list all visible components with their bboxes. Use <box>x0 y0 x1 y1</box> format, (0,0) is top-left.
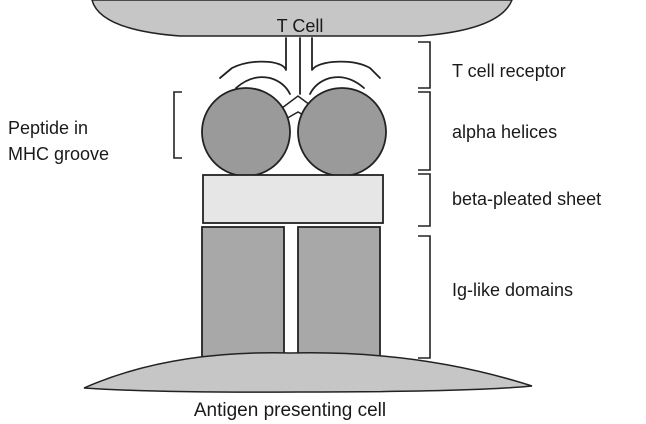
peptide-label-line1: Peptide in <box>8 118 88 138</box>
ig-domain-left <box>202 227 284 361</box>
alpha-helix-left <box>202 88 290 176</box>
bracket-ig <box>418 236 430 358</box>
bracket-receptor <box>418 42 430 88</box>
receptor-label: T cell receptor <box>452 61 566 81</box>
t-cell-receptor-shape <box>220 38 380 94</box>
bracket-helices <box>418 92 430 170</box>
helices-label: alpha helices <box>452 122 557 142</box>
left-bracket <box>174 92 182 158</box>
beta-sheet-shape <box>203 175 383 223</box>
peptide-label-line2: MHC groove <box>8 144 109 164</box>
apc-shape <box>84 353 532 392</box>
bracket-sheet <box>418 174 430 226</box>
sheet-label: beta-pleated sheet <box>452 189 601 209</box>
ig-domain-right <box>298 227 380 361</box>
t-cell-label: T Cell <box>277 16 324 36</box>
ig-label: Ig-like domains <box>452 280 573 300</box>
apc-label: Antigen presenting cell <box>194 400 386 421</box>
alpha-helix-right <box>298 88 386 176</box>
